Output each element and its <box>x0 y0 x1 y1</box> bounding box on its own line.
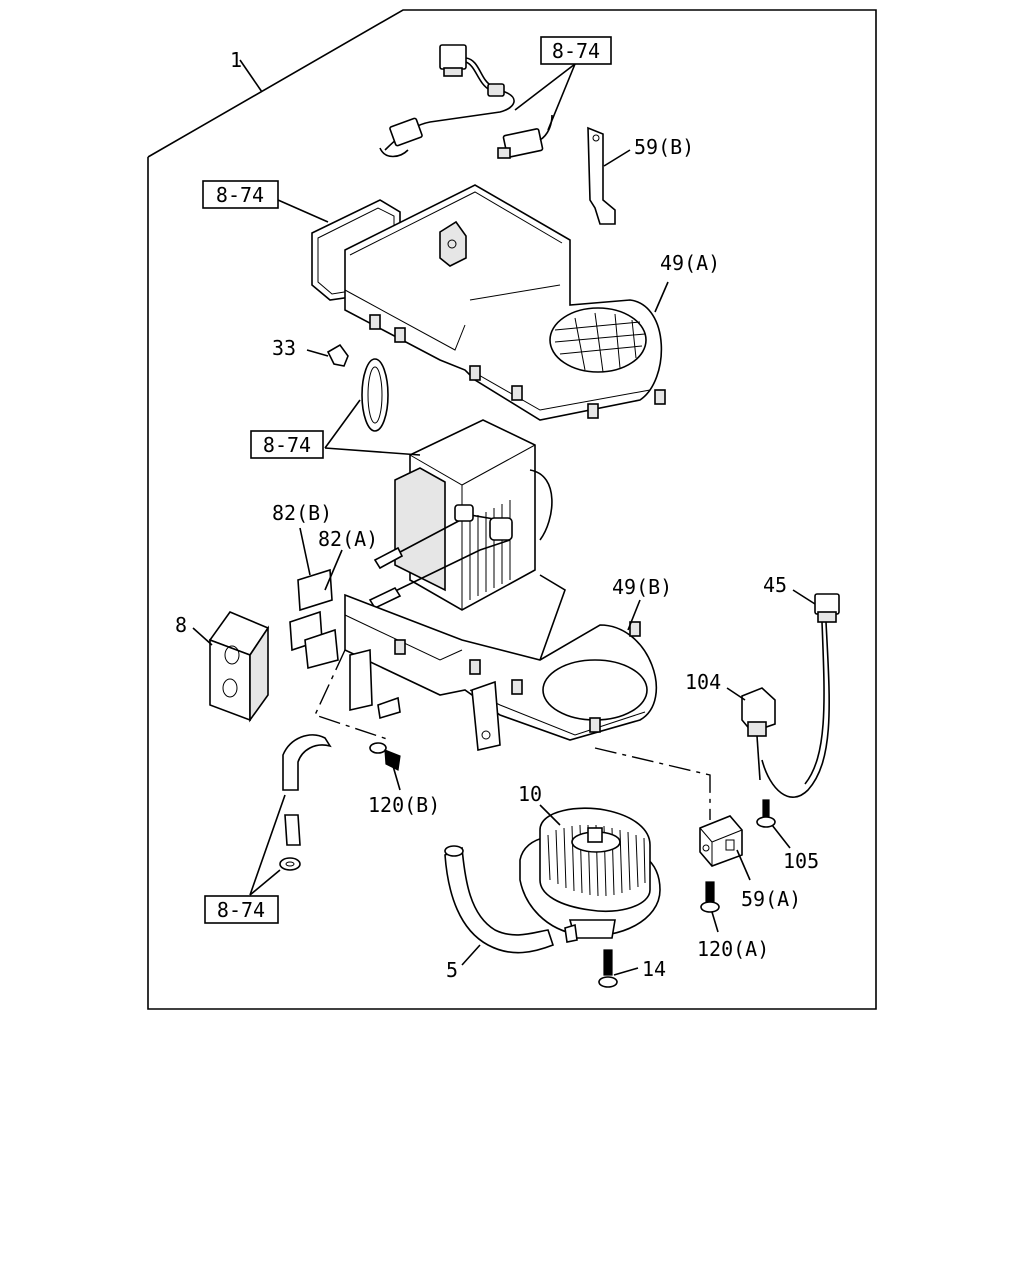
ref-label-top: 8-74 <box>552 39 600 63</box>
callout-120b: 120(B) <box>368 793 440 817</box>
callout-59a: 59(A) <box>741 887 801 911</box>
callout-49a: 49(A) <box>660 251 720 275</box>
packing-block-8 <box>208 611 270 723</box>
connector-104 <box>741 687 776 781</box>
screw-105 <box>756 799 776 828</box>
callout-120a: 120(A) <box>697 937 769 961</box>
ref-label-drain: 8-74 <box>217 898 265 922</box>
ref-box-top: 8-74 <box>540 36 612 65</box>
callout-33: 33 <box>272 336 296 360</box>
callout-5: 5 <box>446 958 458 982</box>
callout-1: 1 <box>230 48 242 72</box>
callout-82b: 82(B) <box>272 501 332 525</box>
bracket-59b <box>587 126 616 225</box>
ref-box-drain: 8-74 <box>204 895 279 924</box>
ref-box-gasket: 8-74 <box>202 180 279 209</box>
callout-8: 8 <box>175 613 187 637</box>
callout-105: 105 <box>783 849 819 873</box>
seal-sheets-82 <box>289 568 339 670</box>
callout-82a: 82(A) <box>318 527 378 551</box>
lower-blower-case-49b <box>344 574 657 751</box>
drain-hose-parts <box>279 734 332 871</box>
ref-label-evaporator: 8-74 <box>263 433 311 457</box>
harness-45 <box>761 593 840 798</box>
screw-120b <box>369 742 401 771</box>
resistor-59a <box>699 815 743 867</box>
assembly-frame <box>147 9 877 1010</box>
callout-104: 104 <box>685 670 721 694</box>
screw-14 <box>598 949 618 988</box>
evaporator-core <box>368 419 553 611</box>
blower-motor-fan-10 <box>519 807 661 943</box>
callout-49b: 49(B) <box>612 575 672 599</box>
hose-5 <box>444 845 554 954</box>
callout-45: 45 <box>763 573 787 597</box>
screw-120a <box>700 881 720 913</box>
callout-14: 14 <box>642 957 666 981</box>
callout-59b: 59(B) <box>634 135 694 159</box>
upper-wiring-harness <box>379 44 553 159</box>
upper-blower-case-49a <box>344 184 666 421</box>
callout-10: 10 <box>518 782 542 806</box>
ref-label-gasket: 8-74 <box>216 183 264 207</box>
oval-gasket <box>361 358 389 432</box>
ref-box-evaporator: 8-74 <box>250 430 324 459</box>
clip-33 <box>326 343 349 367</box>
